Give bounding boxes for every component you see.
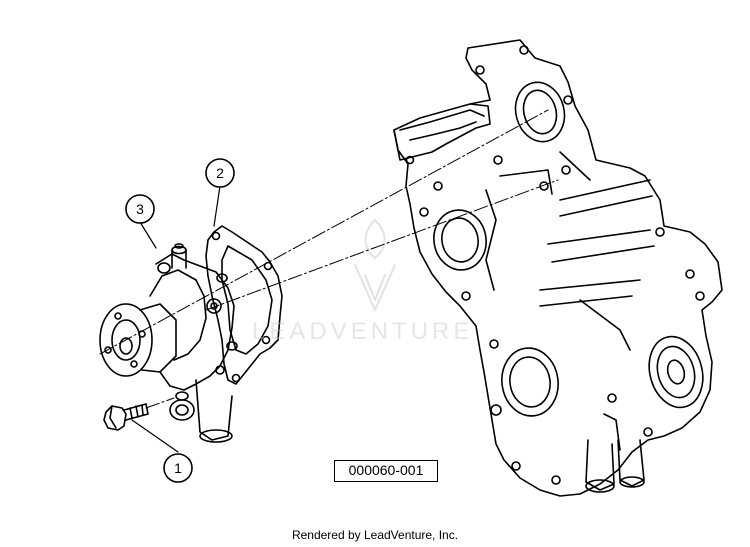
callout-circle-1 — [163, 453, 193, 483]
callout-leaders — [131, 185, 221, 453]
callout-label-1: 1 — [174, 460, 182, 476]
callout-label-3: 3 — [136, 201, 144, 217]
water-pump-part — [99, 243, 238, 443]
diagram-part-number: 000060-001 — [334, 460, 438, 482]
watermark-logo-icon — [354, 219, 396, 311]
callout-circle-3 — [125, 194, 155, 224]
engine-front-cover — [393, 39, 723, 497]
callout-circle-2 — [205, 158, 235, 188]
footer-credit: Rendered by LeadVenture, Inc. — [291, 528, 459, 542]
callout-label-2: 2 — [216, 165, 224, 181]
bolt-part — [103, 403, 149, 431]
alignment-lines — [99, 109, 559, 409]
